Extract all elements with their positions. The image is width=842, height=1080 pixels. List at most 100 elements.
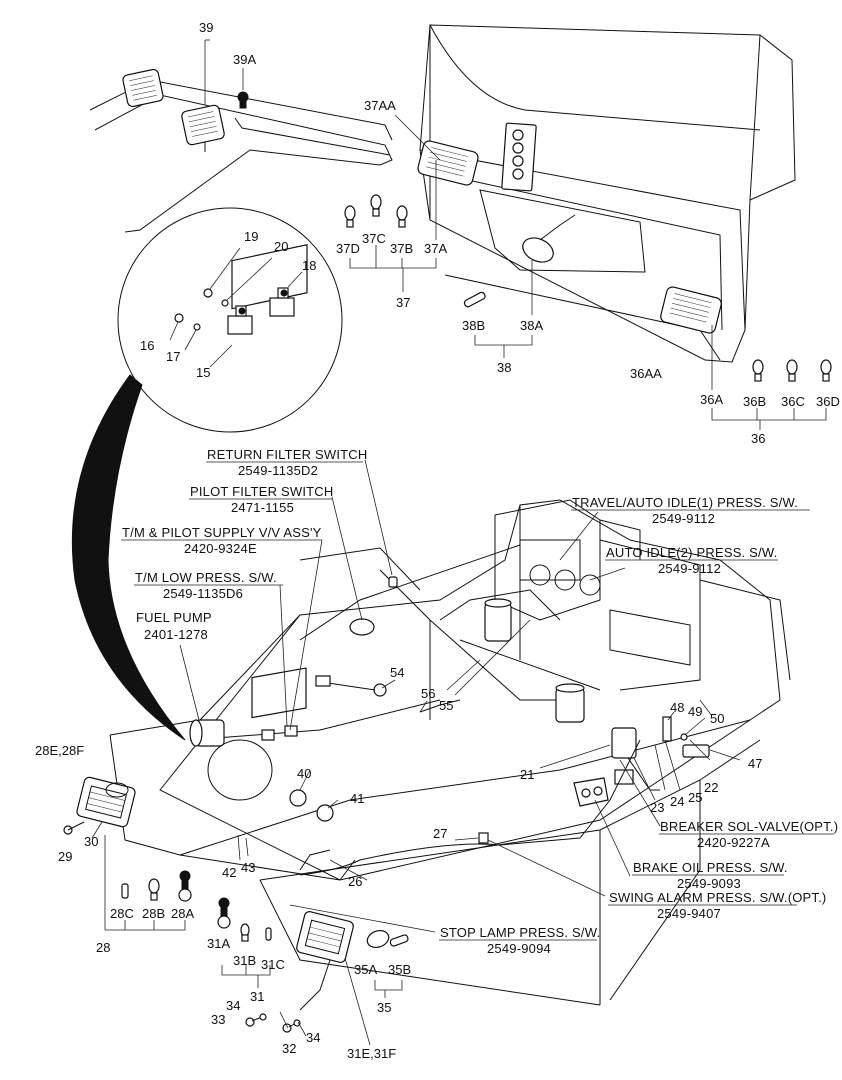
callout-34b: 34: [306, 1030, 320, 1045]
callout-34a: 34: [226, 998, 240, 1013]
pilot-filter-part: 2471-1155: [231, 500, 294, 515]
swing-alarm-part: 2549-9407: [657, 906, 721, 921]
auto-idle2-name: AUTO IDLE(2) PRESS. S/W.: [606, 545, 777, 560]
switch-27: [478, 832, 489, 844]
brake-oil-part: 2549-9093: [677, 876, 741, 891]
detail-switches: [174, 244, 308, 335]
detail-circle: [71, 207, 343, 741]
label-breaker-valve: BREAKER SOL-VALVE(OPT.) 2420-9227A: [659, 819, 838, 850]
bulb-39A-icon: [237, 91, 249, 109]
callout-37A: 37A: [424, 241, 447, 256]
bolt-29-icon: [63, 821, 85, 835]
callout-35: 35: [377, 1000, 391, 1015]
label-brake-oil-switch: BRAKE OIL PRESS. S/W. 2549-9093: [632, 860, 788, 891]
travel-idle-part: 2549-9112: [652, 511, 715, 526]
callout-36C: 36C: [781, 394, 805, 409]
bolt-32-icon: [282, 1019, 301, 1033]
supply-valve-component: [251, 667, 307, 741]
tm-pilot-name: T/M & PILOT SUPPLY V/V ASS'Y: [122, 525, 322, 540]
callout-30: 30: [84, 834, 98, 849]
callout-21: 21: [520, 767, 534, 782]
bulb-37B-icon: [396, 205, 408, 228]
fuel-pump-part: 2401-1278: [144, 627, 208, 642]
label-tm-low-switch: T/M LOW PRESS. S/W. 2549-1135D6: [134, 570, 283, 601]
bulb-36D-icon: [820, 359, 832, 382]
return-filter-name: RETURN FILTER SWITCH: [207, 447, 367, 462]
rear-lamp-37AA: [417, 140, 479, 186]
callout-35B: 35B: [388, 962, 411, 977]
callout-40: 40: [297, 766, 311, 781]
bulb-31B-icon: [240, 923, 250, 942]
callout-38: 38: [497, 360, 511, 375]
callout-31A: 31A: [207, 936, 230, 951]
bulb-37D-icon: [344, 205, 356, 228]
switch-panel: [501, 122, 537, 192]
rear-lamp-36AA: [660, 286, 722, 334]
callout-31C: 31C: [261, 957, 285, 972]
label-return-filter-switch: RETURN FILTER SWITCH 2549-1135D2: [206, 447, 367, 478]
callout-35A: 35A: [354, 962, 377, 977]
callout-48: 48: [670, 700, 684, 715]
callout-42: 42: [222, 865, 236, 880]
lamp-31EF: [296, 911, 354, 963]
bulb-35A-icon: [366, 929, 390, 949]
switch-40: [289, 789, 307, 807]
callout-49: 49: [688, 704, 702, 719]
work-lamp-lower: [181, 104, 225, 152]
callout-37: 37: [396, 295, 410, 310]
bracket-plate: [573, 777, 609, 807]
callout-16: 16: [140, 338, 154, 353]
breaker-part: 2420-9227A: [697, 835, 770, 850]
bulb-28B-icon: [148, 878, 160, 901]
callout-31EF: 31E,31F: [347, 1046, 396, 1061]
callout-36: 36: [751, 431, 765, 446]
callout-41: 41: [350, 791, 364, 806]
callout-23: 23: [650, 800, 664, 815]
fuel-pump-name: FUEL PUMP: [136, 610, 212, 625]
tm-pilot-part: 2420-9324E: [184, 541, 257, 556]
pilot-filter-switch: [349, 618, 375, 636]
bulb-36C-icon: [786, 359, 798, 382]
callout-31B: 31B: [233, 953, 256, 968]
label-swing-alarm-switch: SWING ALARM PRESS. S/W.(OPT.) 2549-9407: [608, 890, 826, 921]
callout-43: 43: [241, 860, 255, 875]
label-stop-lamp-switch: STOP LAMP PRESS. S/W. 2549-9094: [439, 925, 600, 956]
callout-56: 56: [421, 686, 435, 701]
stop-lamp-part: 2549-9094: [487, 941, 551, 956]
license-lamp-38A: [522, 214, 576, 263]
callout-36B: 36B: [743, 394, 766, 409]
callout-37AA: 37AA: [364, 98, 396, 113]
swing-alarm-name: SWING ALARM PRESS. S/W.(OPT.): [609, 890, 826, 905]
bulb-35B-icon: [389, 934, 409, 947]
travel-idle-name: TRAVEL/AUTO IDLE(1) PRESS. S/W.: [572, 495, 798, 510]
bulb-28C-icon: [121, 883, 129, 899]
callout-39: 39: [199, 20, 213, 35]
callout-28EF: 28E,28F: [35, 743, 84, 758]
callout-31: 31: [250, 989, 264, 1004]
label-fuel-pump: FUEL PUMP 2401-1278: [136, 610, 212, 642]
callout-38A: 38A: [520, 318, 543, 333]
pilot-filter-name: PILOT FILTER SWITCH: [190, 484, 333, 499]
callout-17: 17: [166, 349, 180, 364]
cab-rear-body: [419, 24, 796, 363]
callout-28A: 28A: [171, 906, 194, 921]
callout-28: 28: [96, 940, 110, 955]
main-frame: [109, 499, 791, 1006]
callout-37C: 37C: [362, 231, 386, 246]
switch-41: [316, 804, 334, 822]
tm-low-name: T/M LOW PRESS. S/W.: [135, 570, 277, 585]
bulb-38B-icon: [463, 291, 486, 308]
switch-54: [315, 675, 387, 697]
callout-25: 25: [688, 790, 702, 805]
callout-18: 18: [302, 258, 316, 273]
callout-24: 24: [670, 794, 684, 809]
callout-29: 29: [58, 849, 72, 864]
return-filter-switch: [388, 576, 398, 588]
label-pilot-filter-switch: PILOT FILTER SWITCH 2471-1155: [189, 484, 333, 515]
bulb-28A-icon: [178, 870, 192, 902]
connectors-48-50: [662, 716, 688, 742]
callout-54: 54: [390, 665, 404, 680]
callout-36A: 36A: [700, 392, 723, 407]
relay-47: [682, 744, 710, 758]
